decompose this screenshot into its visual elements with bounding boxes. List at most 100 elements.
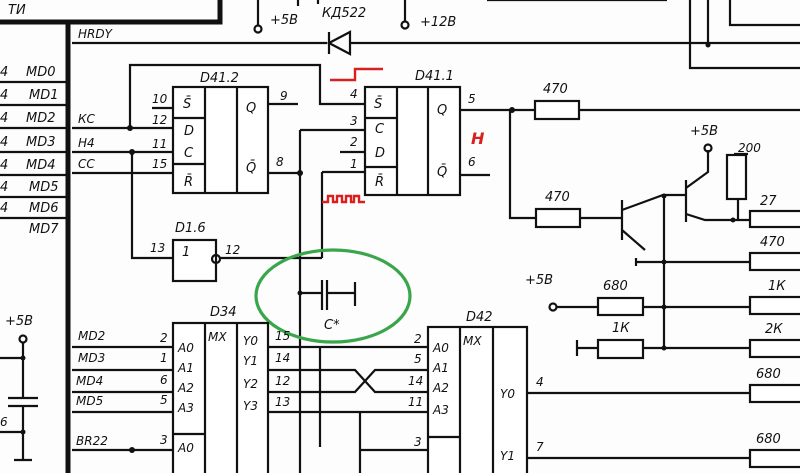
bus-line-label: MD0: [26, 65, 56, 80]
mux-output-wires: [527, 391, 750, 460]
pin-label: C: [184, 146, 194, 161]
junction-dot: [730, 217, 736, 223]
wire: [173, 323, 239, 473]
junction-dot: [297, 170, 303, 176]
pin-label: 15: [152, 157, 167, 171]
wire: [428, 327, 495, 473]
pin-label: 11: [152, 137, 167, 151]
wire: [171, 85, 270, 195]
resistor-label: 470: [543, 82, 568, 97]
pin-label: 12: [275, 374, 290, 388]
pin-label: 1: [160, 351, 168, 365]
top-right-wires: [487, 0, 800, 70]
pin-label: 2: [350, 135, 358, 149]
pin-label: D: [184, 124, 194, 139]
feedback-wires: [220, 128, 365, 473]
bus-line-label: MD2: [26, 111, 56, 126]
mux-d42: D42 MX A0 A1 A2 A3 Y0 Y1 2 5 14 11 3 4 7: [408, 310, 544, 473]
resistor-icon: [596, 296, 645, 317]
resistor-label: 2К: [765, 322, 783, 337]
pin-label: 12: [152, 113, 167, 127]
title-block-frame: [0, 0, 223, 25]
signal-label: BR22: [76, 434, 108, 448]
bus-line-label: MD1: [29, 88, 59, 103]
pin-label: Q̄: [246, 161, 256, 176]
bus-line-label: MD4: [26, 158, 56, 173]
pin-label: 6: [160, 373, 168, 387]
resistor-icon: [748, 295, 800, 316]
wire: [340, 108, 510, 177]
resistor-label: 1К: [612, 321, 630, 336]
junction-dot: [705, 42, 711, 48]
highlight-circle: [254, 248, 412, 344]
pin-label: Q: [246, 101, 256, 116]
pin-label: A2: [432, 381, 449, 395]
pin-label: 4: [350, 87, 358, 101]
pin-label: 5: [468, 92, 476, 106]
output-network: 470 470 +5В 200 27 +5В 680 1К 470 1К 2К …: [508, 82, 800, 469]
signal-label-h4: Н4: [78, 136, 95, 150]
pin-label: A0: [432, 341, 449, 355]
wire: [0, 343, 38, 462]
power-terminal-icon: [548, 302, 558, 312]
pin-label: 12: [225, 243, 240, 257]
resistor-icon: [748, 209, 800, 229]
title-block-label: ТИ: [8, 3, 26, 18]
bus-lines: 4 MD0 4 MD1 4 MD2 4 MD3 4 MD4 4 MD5 4 MD…: [0, 65, 66, 237]
pin-label: 2: [414, 332, 422, 346]
resistor-icon: [748, 338, 800, 359]
pin-label: Y1: [500, 449, 515, 463]
pin-label: 13: [150, 241, 165, 255]
resistor-icon: [596, 338, 645, 360]
pin-label: R̄: [184, 175, 193, 190]
pin-label: 3: [414, 435, 422, 449]
pin-label: 4: [536, 375, 544, 389]
pin-label: 9: [280, 89, 288, 103]
pin-label: A1: [432, 361, 449, 375]
chip-label: D41.2: [200, 71, 239, 86]
wire: [171, 321, 270, 473]
junction-dot: [661, 345, 667, 351]
pin-label: 15: [275, 329, 290, 343]
loop-wires: [128, 63, 365, 260]
junction-dot: [661, 304, 667, 310]
hrdy-label: HRDY: [78, 27, 114, 41]
mux-d34: D34 MX A0 A1 A2 A3 A0 Y0 Y1 Y2 Y3 2 1 6 …: [160, 305, 290, 473]
pin-label: C: [375, 122, 385, 137]
pin-label: 13: [275, 395, 290, 409]
power-terminal-icon: [18, 334, 28, 344]
pin-label: 5: [160, 393, 168, 407]
crossover-wires: [268, 345, 428, 473]
wire: [0, 80, 66, 220]
flipflop-d41-2: D41.2 S̄ D C R̄ Q Q̄ 10 12 11 15 9 8: [152, 71, 298, 195]
wire: [171, 238, 218, 283]
resistor-label: 27: [760, 194, 777, 209]
pin-label: Y3: [243, 399, 258, 413]
wire: [363, 85, 462, 197]
bus-line-label: MD6: [29, 201, 59, 216]
pin-label: 1: [350, 157, 358, 171]
capacitor-label: C*: [324, 318, 340, 333]
pin-label: MX: [208, 330, 227, 344]
power-terminal-icon: [400, 20, 410, 30]
pin-label: 2: [160, 331, 168, 345]
resistor-icon: [748, 251, 800, 272]
resistor-icon: [725, 153, 748, 201]
signal-label: MD5: [76, 394, 103, 408]
junction-dot: [661, 193, 667, 199]
pin-label: 4: [0, 201, 8, 216]
pin-label: 4: [0, 65, 8, 80]
pin-label: 4: [0, 180, 8, 195]
pin-label: 4: [0, 135, 8, 150]
signal-label: MD3: [78, 351, 105, 365]
pin-label: 14: [408, 374, 423, 388]
power-label: +5В: [5, 314, 33, 329]
bus-line-label: MD5: [29, 180, 59, 195]
capacitor-icon: [297, 280, 357, 310]
chip-label: D1.6: [175, 221, 206, 236]
junction-dot: [127, 125, 133, 131]
pin-label: 6: [468, 155, 476, 169]
pin-label: 4: [0, 158, 8, 173]
frame-wire: [296, 0, 320, 6]
